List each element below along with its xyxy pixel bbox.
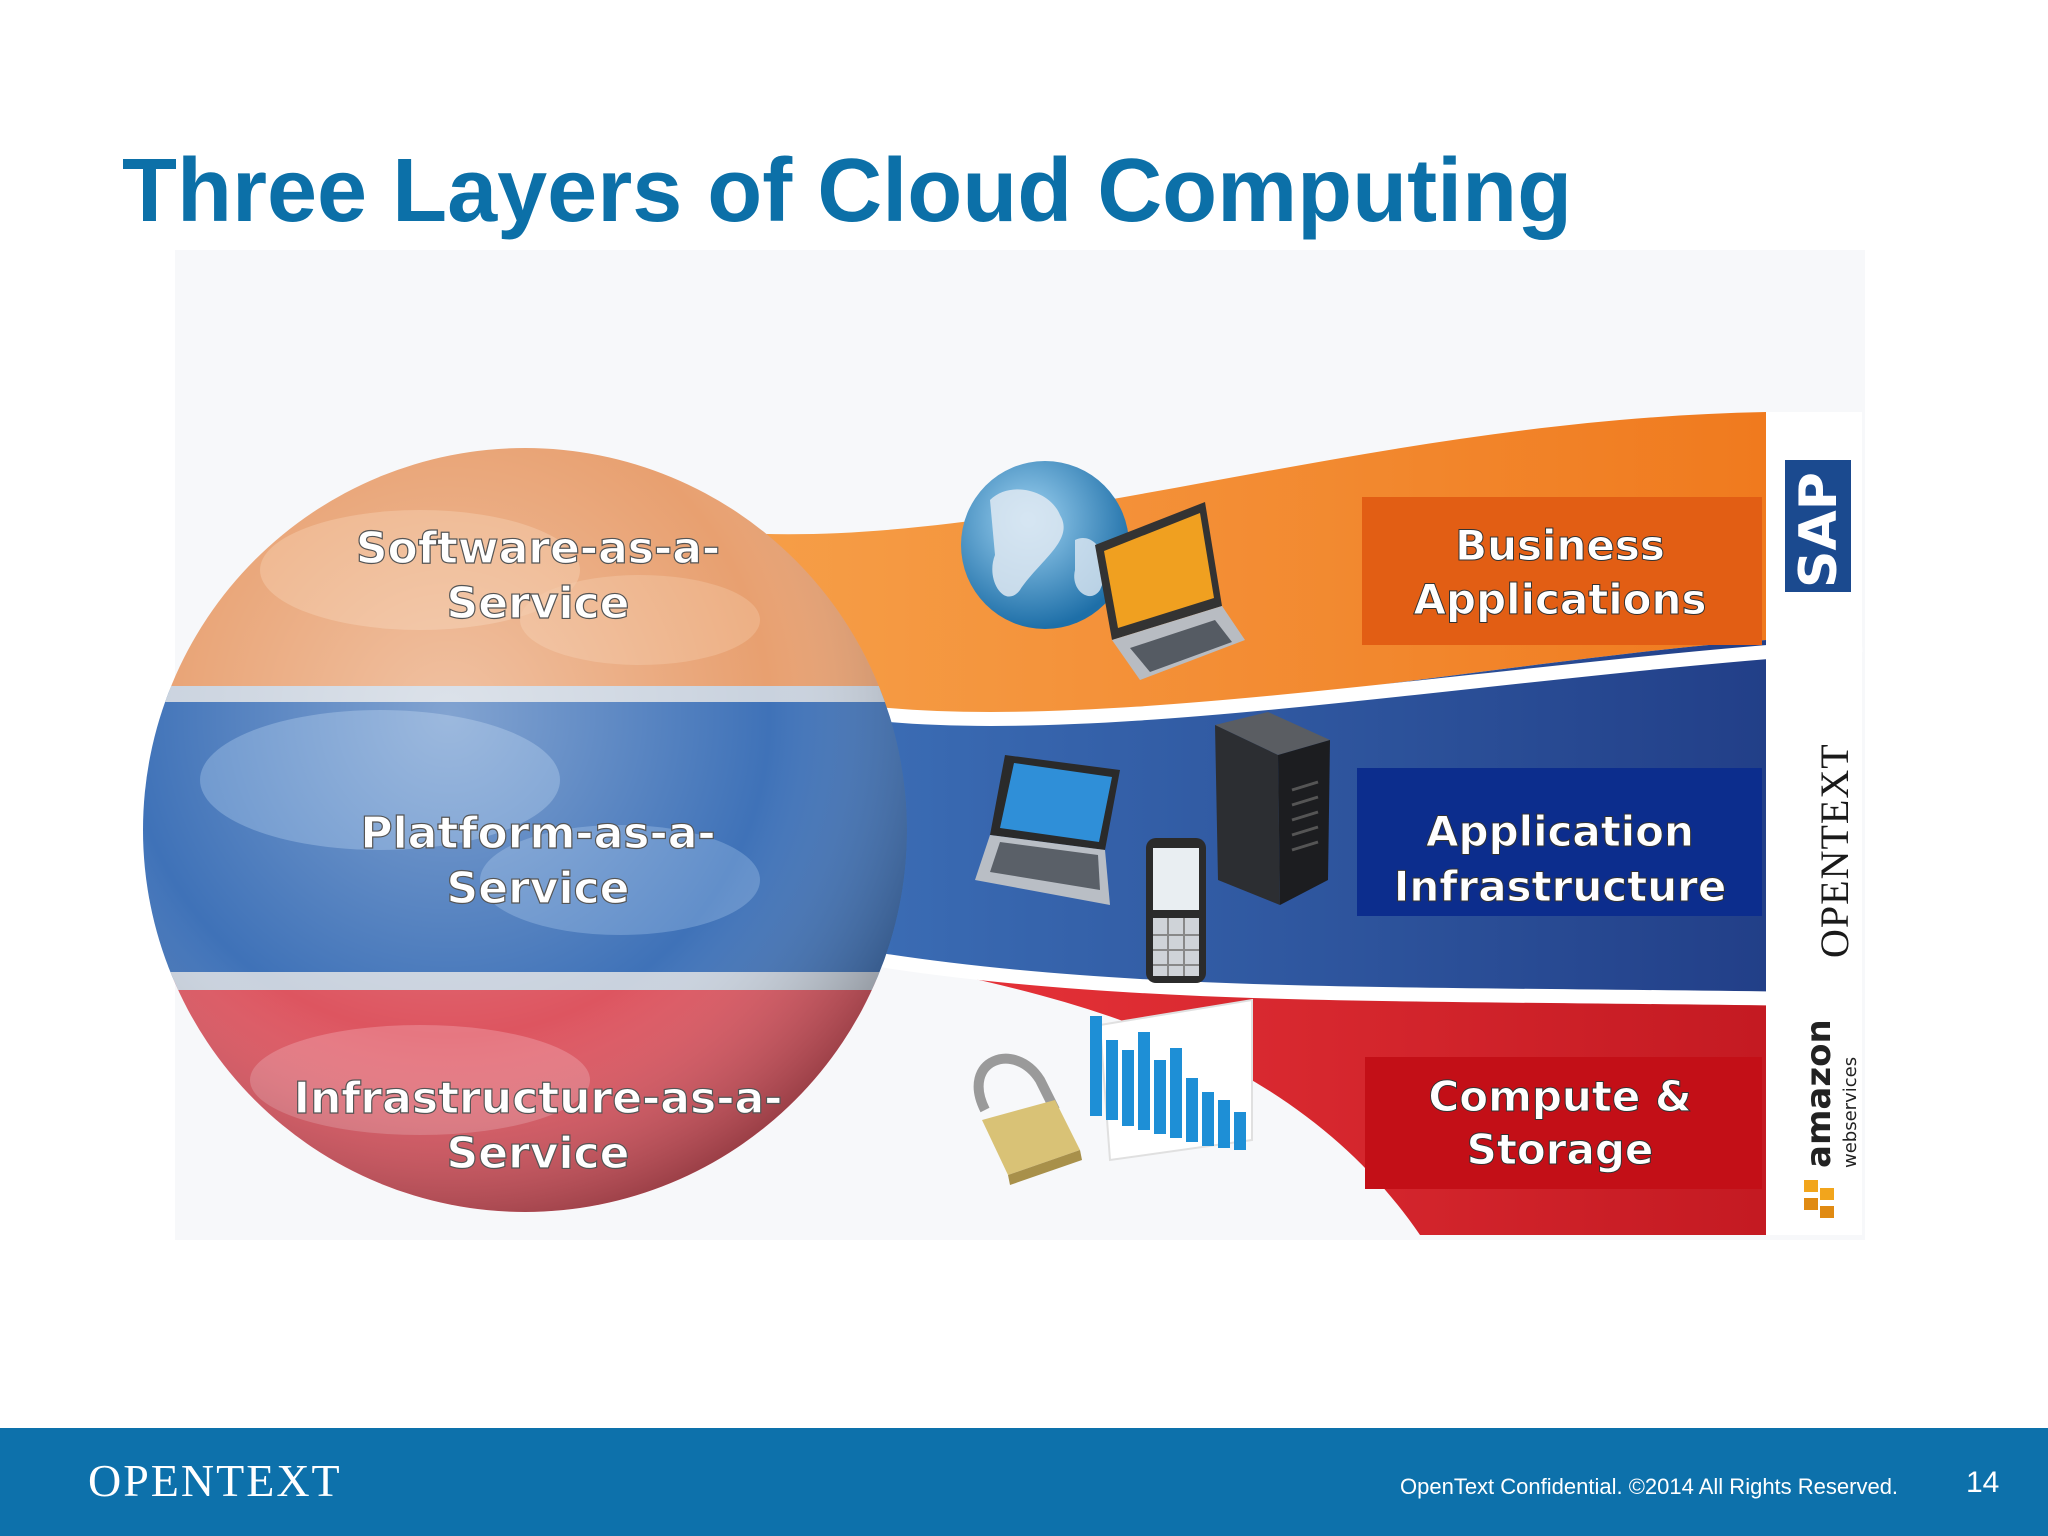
sap-logo-text: SAP <box>1789 472 1849 588</box>
aws-logo-webservices: webservices <box>1840 1057 1861 1168</box>
laptop-icon <box>1095 502 1245 680</box>
compute-storage-line2: Storage <box>1467 1125 1654 1174</box>
saas-label-line2: Service <box>447 578 630 629</box>
laptop-icon <box>975 755 1120 905</box>
opentext-footer-logo: OPENTEXT <box>88 1455 342 1506</box>
business-applications-line1: Business <box>1455 521 1665 570</box>
paas-label-line2: Service <box>447 863 630 914</box>
band-separator <box>859 638 1863 727</box>
business-applications-line2: Applications <box>1414 575 1707 624</box>
iaas-label-line1: Infrastructure-as-a- <box>294 1073 783 1124</box>
compute-storage-line1: Compute & <box>1428 1072 1691 1121</box>
mobile-phone-icon <box>1146 838 1206 983</box>
application-infrastructure-box <box>1357 768 1762 916</box>
sap-logo: SAP <box>1785 460 1851 592</box>
aws-logo: amazon webservices <box>1799 1019 1861 1218</box>
saas-label-line1: Software-as-a- <box>356 523 720 574</box>
confidentiality-notice: OpenText Confidential. ©2014 All Rights … <box>1400 1474 1899 1499</box>
business-applications-box <box>1362 497 1762 645</box>
padlock-icon <box>973 1053 1082 1185</box>
application-infrastructure-line1: Application <box>1426 807 1694 856</box>
band-separator <box>878 953 1863 1007</box>
page-number: 14 <box>1966 1466 2000 1499</box>
server-tower-icon <box>1215 712 1330 905</box>
bar-chart-icon <box>1090 998 1253 1162</box>
paas-label-line1: Platform-as-a- <box>360 808 715 859</box>
globe-icon <box>961 461 1129 629</box>
iaas-label-line2: Service <box>447 1128 630 1179</box>
slide-title: Three Layers of Cloud Computing <box>122 141 1573 241</box>
opentext-vendor-logo: OPENTEXT <box>1812 743 1857 958</box>
footer-bar: OPENTEXT OpenText Confidential. ©2014 Al… <box>0 1428 2048 1536</box>
aws-logo-amazon: amazon <box>1799 1019 1839 1168</box>
application-infrastructure-line2: Infrastructure <box>1394 862 1727 911</box>
compute-storage-box <box>1365 1057 1762 1189</box>
